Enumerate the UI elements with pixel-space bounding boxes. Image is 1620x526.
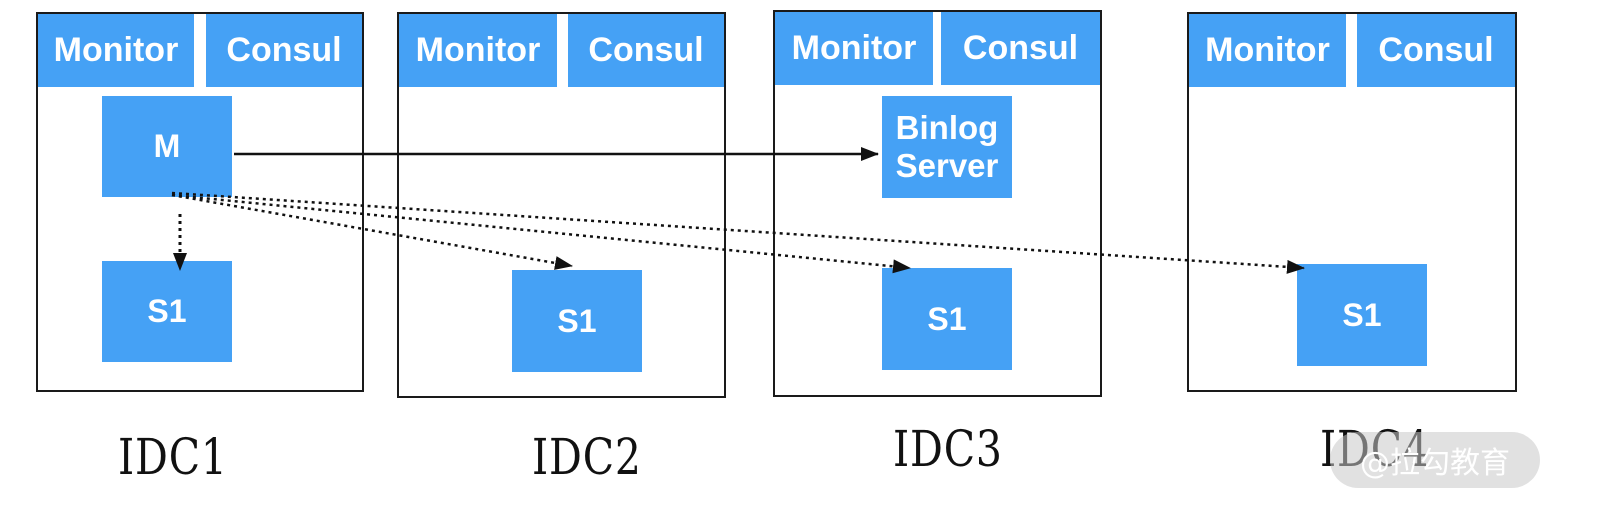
idc1-slave-node: S1 bbox=[102, 261, 232, 362]
watermark-logo: @拉勾教育 bbox=[1330, 432, 1540, 488]
idc2-monitor-box: Monitor bbox=[399, 14, 557, 87]
idc4-consul-box: Consul bbox=[1357, 14, 1515, 87]
idc4-monitor-box: Monitor bbox=[1189, 14, 1346, 87]
binlog-line-1: Binlog bbox=[895, 109, 999, 146]
idc3-label: IDC3 bbox=[893, 420, 1003, 478]
idc3-slave-node: S1 bbox=[882, 268, 1012, 370]
idc2-slave-node: S1 bbox=[512, 270, 642, 372]
idc3-monitor-box: Monitor bbox=[775, 12, 933, 85]
idc3-consul-box: Consul bbox=[941, 12, 1100, 85]
idc3-binlog-server-node: Binlog Server bbox=[882, 96, 1012, 198]
binlog-line-2: Server bbox=[895, 147, 999, 184]
idc1-monitor-box: Monitor bbox=[38, 14, 194, 87]
idc4-slave-node: S1 bbox=[1297, 264, 1427, 366]
idc1-label: IDC1 bbox=[118, 428, 228, 486]
idc1-master-node: M bbox=[102, 96, 232, 197]
idc2-label: IDC2 bbox=[532, 428, 642, 486]
idc1-consul-box: Consul bbox=[206, 14, 362, 87]
idc2-consul-box: Consul bbox=[568, 14, 724, 87]
